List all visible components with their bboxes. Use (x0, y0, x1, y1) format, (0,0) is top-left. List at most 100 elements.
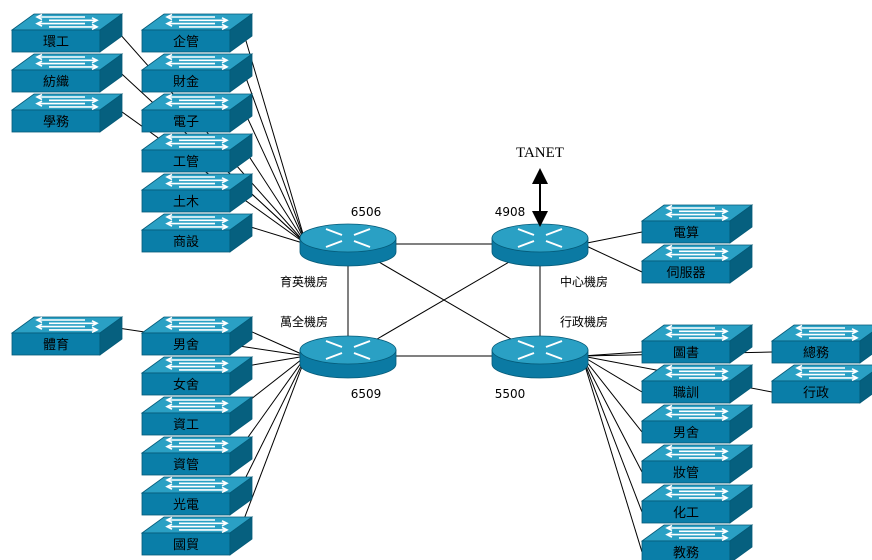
switch-icon (165, 476, 229, 494)
switch-icon (165, 516, 229, 534)
switch-icon (165, 436, 229, 454)
router-number: 6506 (351, 205, 382, 219)
switch-node[interactable]: 女舍 (140, 356, 254, 396)
switch-icon (665, 204, 729, 222)
room-label: 育英機房 (280, 274, 328, 289)
switch-label: 紡織 (43, 75, 69, 90)
switch-label: 學務 (43, 115, 69, 130)
switch-icon (165, 316, 229, 334)
router-node-4908[interactable]: 4908 中心機房 (491, 205, 608, 289)
switch-node[interactable]: 光電 (140, 476, 254, 516)
switch-icon (35, 13, 99, 31)
switch-node[interactable]: 男舍 (140, 316, 254, 356)
switch-icon (165, 213, 229, 231)
switch-node[interactable]: 國貿 (140, 516, 254, 556)
router-icon (517, 228, 563, 248)
switch-label: 國貿 (173, 538, 199, 553)
switch-node[interactable]: 行政 (770, 364, 872, 404)
switch-node[interactable]: 學務 (10, 93, 124, 133)
switch-link (581, 355, 643, 513)
switch-icon (795, 364, 859, 382)
switch-node[interactable]: 環工 (10, 13, 124, 53)
switch-label: 工管 (173, 155, 199, 170)
switch-label: 商設 (173, 234, 199, 250)
switch-label: 光電 (173, 498, 199, 513)
switch-link (581, 355, 643, 393)
router-node-5500[interactable]: 5500 行政機房 (491, 314, 608, 401)
switch-icon (165, 173, 229, 191)
router-icon (517, 340, 563, 360)
switch-label: 電算 (673, 226, 699, 241)
switch-link (581, 243, 643, 273)
switch-label: 女舍 (173, 377, 199, 393)
switch-icon (665, 444, 729, 462)
switch-icon (165, 53, 229, 71)
switch-node[interactable]: 商設 (140, 213, 254, 253)
switch-icon (165, 93, 229, 111)
switch-label: 資管 (173, 458, 199, 473)
switch-node[interactable]: 化工 (640, 484, 754, 524)
switch-link (240, 103, 307, 245)
switch-icon (665, 244, 729, 262)
switch-node[interactable]: 企管 (140, 13, 254, 53)
switch-node[interactable]: 職訓 (640, 364, 754, 404)
nodes: 環工紡織學務企管財金電子工管土木商設體育男舍女舍資工資管光電國貿電算伺服器圖書職… (10, 13, 872, 560)
switch-label: 企管 (173, 34, 199, 50)
switch-label: 圖書 (673, 346, 699, 361)
switch-icon (665, 364, 729, 382)
switch-node[interactable]: 電子 (140, 93, 254, 133)
router-icon (325, 228, 371, 248)
switch-node[interactable]: 教務 (640, 524, 754, 560)
switch-label: 妝管 (673, 466, 699, 481)
router-number: 6509 (351, 387, 382, 401)
switch-node[interactable]: 工管 (140, 133, 254, 173)
switch-node[interactable]: 總務 (770, 324, 872, 364)
switch-node[interactable]: 圖書 (640, 324, 754, 364)
switch-icon (165, 13, 229, 31)
switch-label: 電子 (173, 115, 199, 130)
switch-label: 行政 (803, 386, 829, 401)
switch-link (581, 355, 643, 553)
switch-node[interactable]: 男舍 (640, 404, 754, 444)
switch-link (581, 231, 643, 245)
router-icon (325, 340, 371, 360)
switch-node[interactable]: 土木 (140, 173, 254, 213)
switch-node[interactable]: 電算 (640, 204, 754, 244)
switch-icon (165, 356, 229, 374)
switch-link (581, 355, 643, 473)
labels: TANET (516, 145, 564, 227)
switch-label: 職訓 (673, 385, 699, 401)
switch-node[interactable]: 紡織 (10, 53, 124, 93)
switch-icon (665, 404, 729, 422)
switch-label: 土木 (173, 195, 199, 210)
switch-node[interactable]: 伺服器 (640, 244, 754, 284)
room-label: 行政機房 (560, 314, 608, 329)
switch-icon (795, 324, 859, 342)
switch-icon (665, 524, 729, 542)
switch-icon (165, 133, 229, 151)
switch-icon (665, 484, 729, 502)
switch-node[interactable]: 資管 (140, 436, 254, 476)
switch-link (240, 355, 307, 448)
router-node-6506[interactable]: 6506 育英機房 (280, 205, 397, 289)
switch-link (240, 355, 307, 488)
tanet-label: TANET (516, 145, 564, 161)
switch-link (581, 355, 643, 433)
switch-icon (165, 396, 229, 414)
switch-label: 教務 (673, 545, 699, 560)
switch-label: 總務 (803, 345, 829, 361)
switch-node[interactable]: 財金 (140, 53, 254, 93)
switch-link (240, 143, 307, 245)
switch-node[interactable]: 資工 (140, 396, 254, 436)
router-number: 4908 (495, 205, 526, 219)
switch-node[interactable]: 妝管 (640, 444, 754, 484)
switch-node[interactable]: 體育 (10, 316, 124, 356)
router-number: 5500 (495, 387, 526, 401)
room-label: 中心機房 (560, 274, 608, 289)
switch-label: 環工 (43, 35, 69, 50)
switch-icon (35, 53, 99, 71)
switch-icon (665, 324, 729, 342)
switch-icon (35, 93, 99, 111)
